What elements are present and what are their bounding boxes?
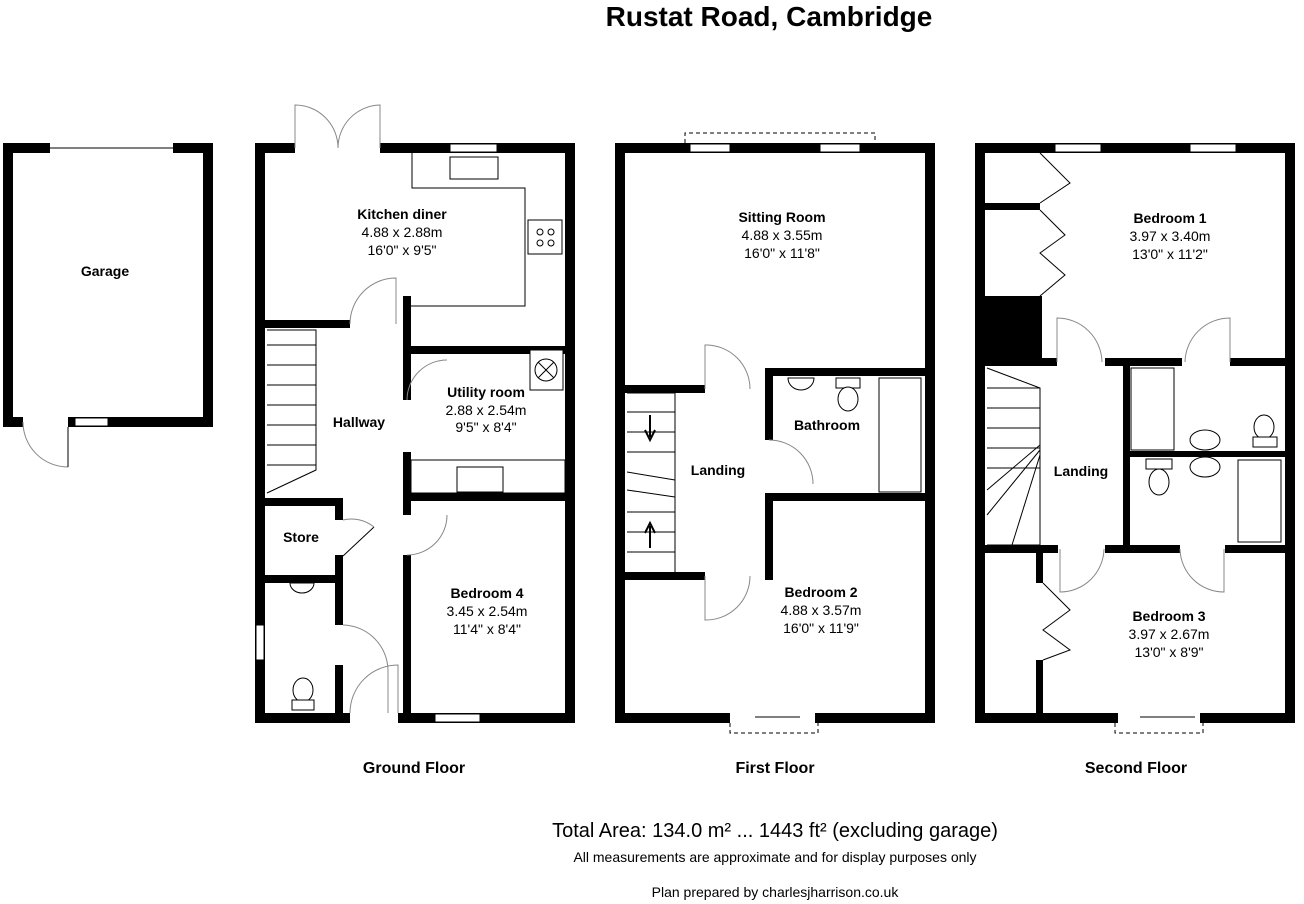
sink-icon [449,156,499,180]
room-label: Bedroom 1 [1133,210,1206,226]
staircase-icon [626,392,676,572]
basin-icon [787,377,815,391]
hob-icon [527,219,563,255]
room-dimensions-imperial: 13'0" x 11'2" [1132,246,1208,262]
staircase-icon [267,344,316,466]
total-area: Total Area: 134.0 m² ... 1443 ft² (exclu… [552,820,998,842]
toilet-icon [837,386,859,412]
room-dimensions-metric: 4.88 x 3.55m [742,227,823,243]
ground-floor-plan: Kitchen diner 4.88 x 2.88m 16'0" x 9'5" … [255,104,575,723]
shower-icon [1130,367,1175,451]
room-dimensions-imperial: 16'0" x 9'5" [368,242,437,258]
room-dimensions-imperial: 9'5" x 8'4" [455,419,516,435]
plan-title: Rustat Road, Cambridge [606,1,933,32]
staircase-icon [986,367,1041,546]
garage-plan: Garage [3,143,213,468]
floor-label-second: Second Floor [1085,760,1187,777]
room-label: Store [283,529,319,545]
window-icon [74,417,109,427]
room-label: Sitting Room [738,209,825,225]
room-label: Utility room [447,384,525,400]
room-label: Bedroom 4 [450,585,523,601]
room-dimensions-imperial: 11'4" x 8'4" [453,621,521,637]
room-dimensions-metric: 4.88 x 3.57m [781,602,862,618]
toilet-icon [1253,414,1275,440]
door-swing-icon [22,421,69,468]
room-dimensions-metric: 3.97 x 3.40m [1130,228,1211,244]
floor-label-first: First Floor [735,760,814,777]
first-floor-plan: Sitting Room 4.88 x 3.55m 16'0" x 11'8" … [615,132,935,734]
room-label: Kitchen diner [357,206,447,222]
room-dimensions-imperial: 13'0" x 8'9" [1135,644,1204,660]
room-dimensions-metric: 3.45 x 2.54m [447,603,528,619]
room-label: Landing [691,462,745,478]
room-dimensions-imperial: 16'0" x 11'8" [744,245,820,261]
shower-icon [1237,459,1282,543]
room-dimensions-imperial: 16'0" x 11'9" [783,620,859,636]
basin-icon [289,582,315,594]
credit: Plan prepared by charlesjharrison.co.uk [652,884,900,900]
sink-icon [456,466,504,493]
room-label: Bedroom 3 [1132,608,1205,624]
room-label: Bedroom 2 [784,584,857,600]
room-label-garage: Garage [81,263,129,279]
room-dimensions-metric: 4.88 x 2.88m [362,224,443,240]
french-door-icon [294,104,339,149]
cupboard-block [985,296,1042,360]
room-label: Bathroom [794,417,860,433]
bath-icon [878,377,922,493]
room-label: Landing [1054,463,1108,479]
floor-label-ground: Ground Floor [363,760,465,777]
room-dimensions-metric: 2.88 x 2.54m [446,402,527,418]
sliding-door-icon [684,132,876,143]
toilet-icon [292,677,314,703]
second-floor-plan: Bedroom 1 3.97 x 3.40m 13'0" x 11'2" Lan… [975,143,1295,734]
toilet-icon [1148,468,1170,496]
basin-icon [1189,429,1221,451]
disclaimer: All measurements are approximate and for… [573,849,976,865]
room-label: Hallway [333,414,385,430]
room-dimensions-metric: 3.97 x 2.67m [1129,626,1210,642]
